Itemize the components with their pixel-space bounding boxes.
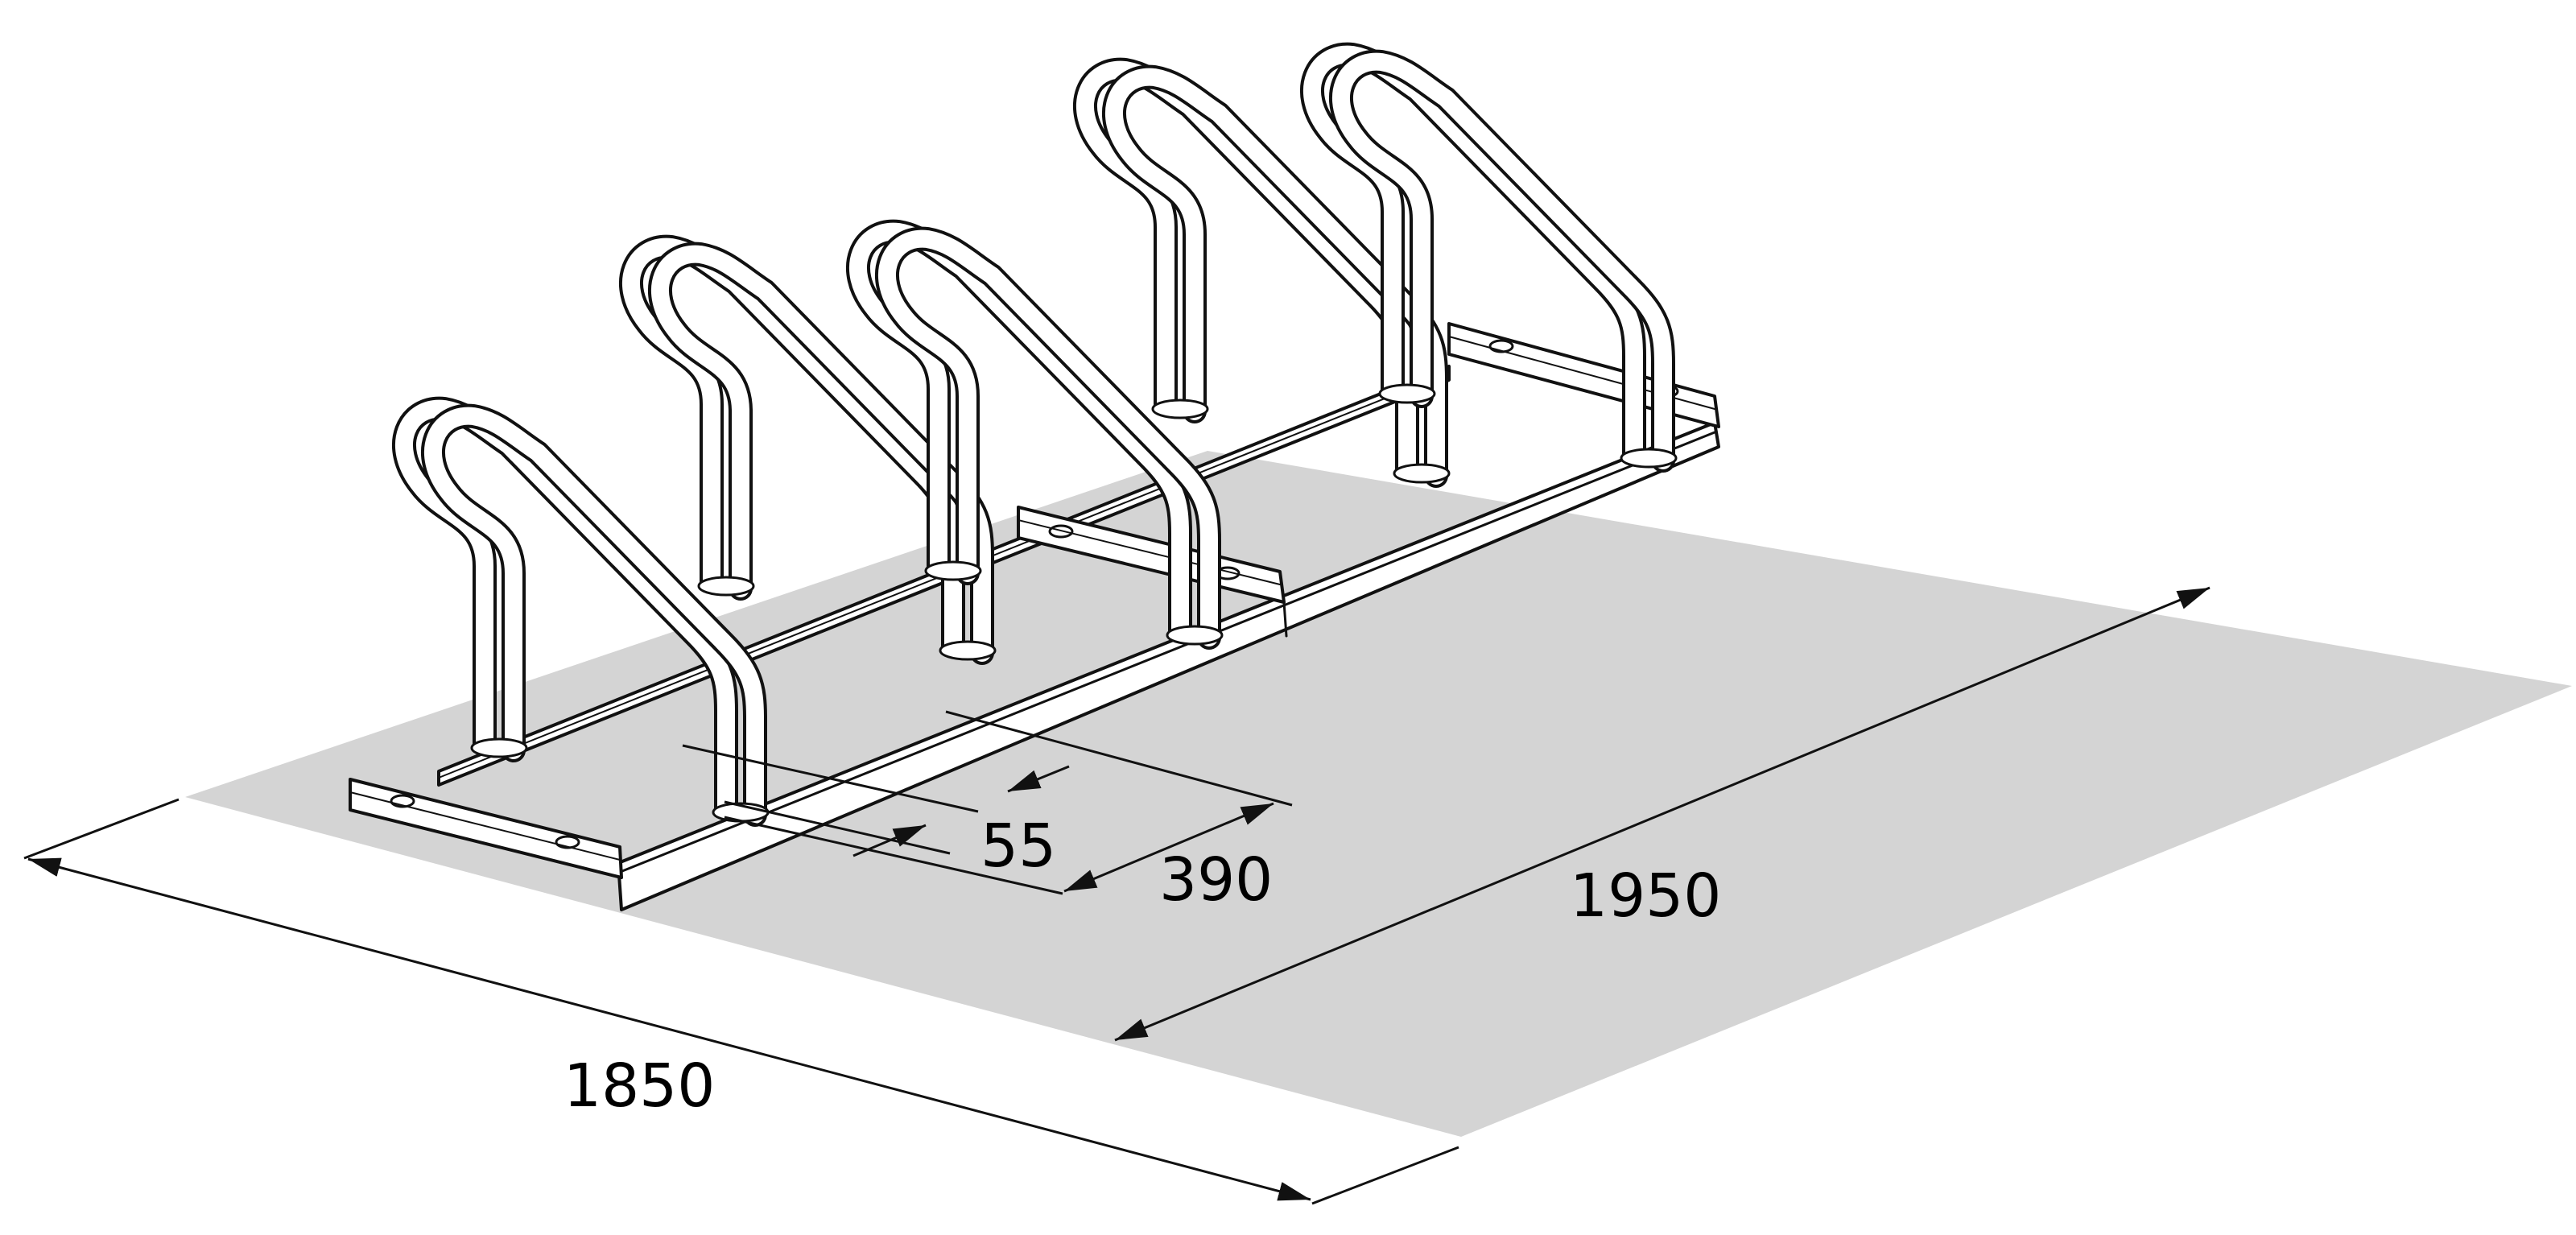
footprint-area — [185, 451, 2572, 1137]
dimension-length-label: 1850 — [564, 1051, 715, 1121]
bike-loop — [846, 219, 1224, 650]
dimension-depth-label: 1950 — [1570, 861, 1721, 931]
bike-loops — [392, 42, 1678, 827]
bike-loop — [392, 396, 770, 827]
dimension-lines — [23, 586, 2211, 1205]
dimension-bay-spacing-label: 390 — [1159, 845, 1273, 915]
bike-loop — [1300, 42, 1678, 473]
dimension-tube-gap-label: 55 — [980, 812, 1056, 881]
